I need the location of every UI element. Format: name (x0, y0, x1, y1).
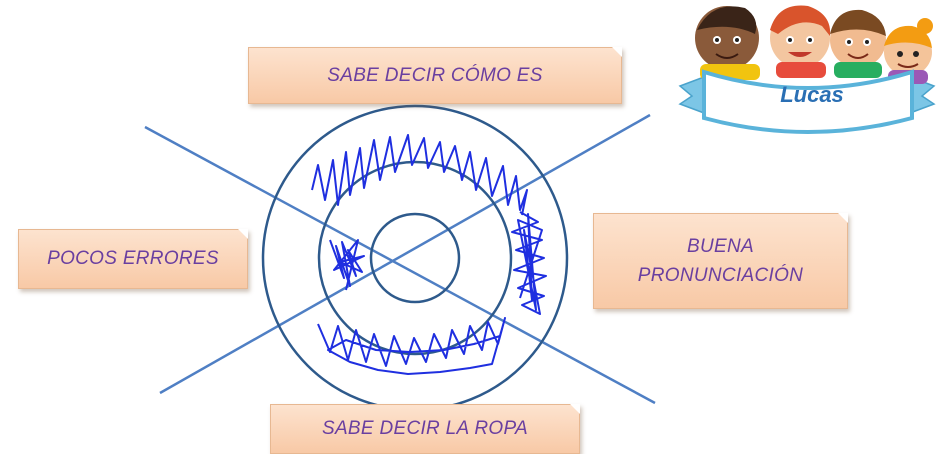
inner-ring (369, 212, 461, 304)
label-left-text: POCOS ERRORES (47, 248, 219, 270)
outer-ring (261, 104, 569, 412)
label-top: SABE DECIR CÓMO ES (248, 47, 622, 104)
name-badge (678, 5, 936, 134)
label-left: POCOS ERRORES (18, 229, 248, 289)
scribble-right (511, 211, 547, 315)
axis-line-ascending (159, 113, 651, 395)
label-top-text: SABE DECIR CÓMO ES (327, 64, 543, 86)
label-right: BUENA PRONUNCIACIÓN (593, 213, 848, 309)
middle-ring (317, 160, 513, 356)
axis-line-descending (144, 125, 656, 405)
scribble-bottom (317, 317, 506, 375)
ribbon-banner (702, 69, 914, 134)
badge-name-text: Lucas (780, 82, 844, 107)
scribble-left (329, 239, 365, 291)
label-right-text-line1: BUENA (687, 235, 754, 257)
label-bottom: SABE DECIR LA ROPA (270, 404, 580, 454)
label-right-text-line2: PRONUNCIACIÓN (637, 265, 804, 286)
kids-illustration (695, 5, 933, 84)
scribble-top (311, 134, 528, 216)
label-bottom-text: SABE DECIR LA ROPA (321, 418, 528, 440)
